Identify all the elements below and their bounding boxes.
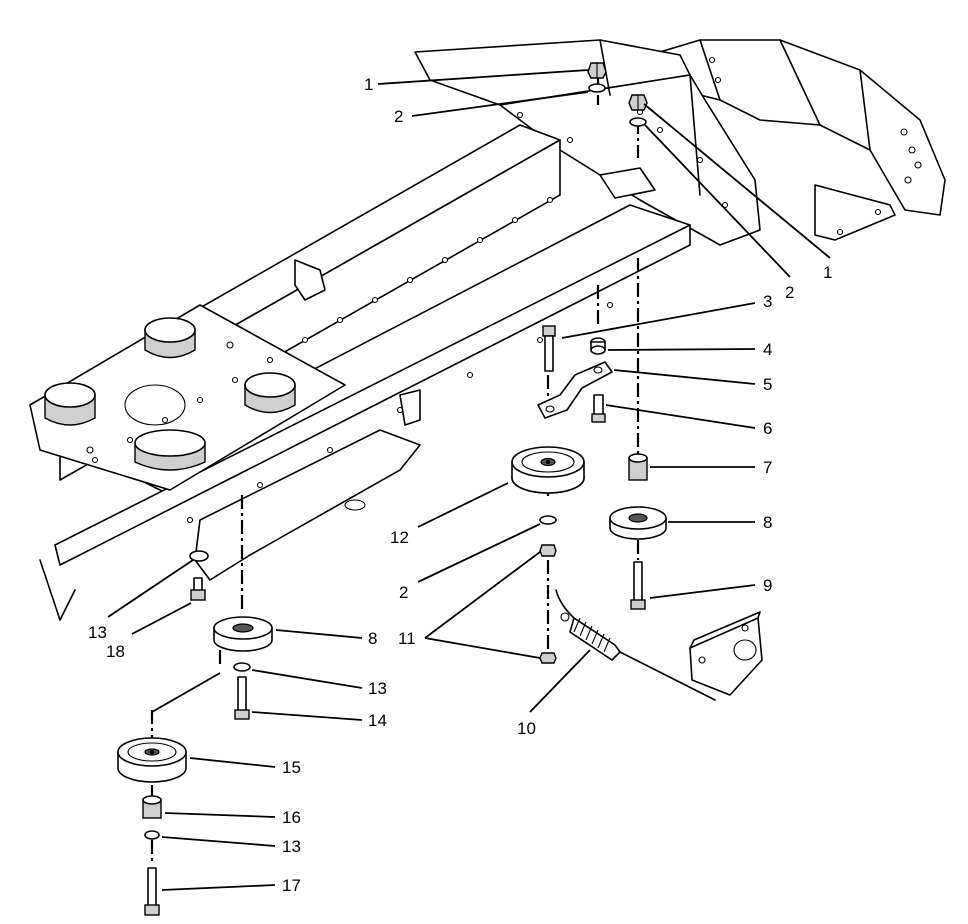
callout-c13c: 13 [282,837,301,856]
washer-13a [189,550,209,562]
spring-bracket [689,611,763,696]
nut-1b [628,94,648,111]
washer-2b [629,117,647,127]
callout-c8b: 8 [368,629,377,648]
pulley-8b [213,616,273,652]
callout-c7: 7 [763,458,772,477]
callout-c2b: 2 [785,283,794,302]
washer-13c [144,830,160,840]
mower-frame [29,39,946,621]
callout-c11: 11 [398,629,416,648]
callout-c14: 14 [368,711,387,730]
callout-c9: 9 [763,576,772,595]
callout-c8a: 8 [763,513,772,532]
spacer-16 [142,795,162,819]
idler-pulley-12 [511,446,585,494]
idler-bracket-5 [537,361,613,419]
callout-labels: 1 2 1 2 3 4 5 6 7 8 9 12 2 11 10 13 18 8… [88,75,832,895]
callout-c12: 12 [390,528,409,547]
callout-c18: 18 [106,642,125,661]
leader-lines [107,69,831,891]
callout-c2c: 2 [399,583,408,602]
washer-13b [233,662,251,672]
bolt-9 [630,561,646,610]
nut-1a [587,62,607,79]
bolt-18 [190,577,206,601]
nut-11a [539,544,557,557]
callout-c6: 6 [763,419,772,438]
nut-11b [539,652,557,664]
callout-c4: 4 [763,340,772,359]
bushing-4 [590,337,606,355]
callout-c3: 3 [763,292,772,311]
callout-c13a: 13 [88,623,107,642]
washer-2a [588,83,606,93]
pulley-15 [117,737,187,783]
callout-c1b: 1 [823,263,832,282]
hardware-parts [117,62,763,916]
bolt-3 [542,325,556,372]
rail-holes [91,196,614,524]
washer-2c [539,515,557,525]
spacer-7 [628,453,648,481]
bolt-17 [144,867,160,916]
bolt-6 [591,394,606,423]
callout-c15: 15 [282,758,301,777]
callout-c17: 17 [282,876,301,895]
callout-c2a: 2 [394,107,403,126]
bolt-14 [234,676,250,720]
callout-c13b: 13 [368,679,387,698]
callout-c16: 16 [282,808,301,827]
callout-c1a: 1 [364,75,373,94]
callout-c5: 5 [763,375,772,394]
callout-c10: 10 [517,719,536,738]
spring-10 [555,589,716,701]
pulley-8a [609,506,667,540]
